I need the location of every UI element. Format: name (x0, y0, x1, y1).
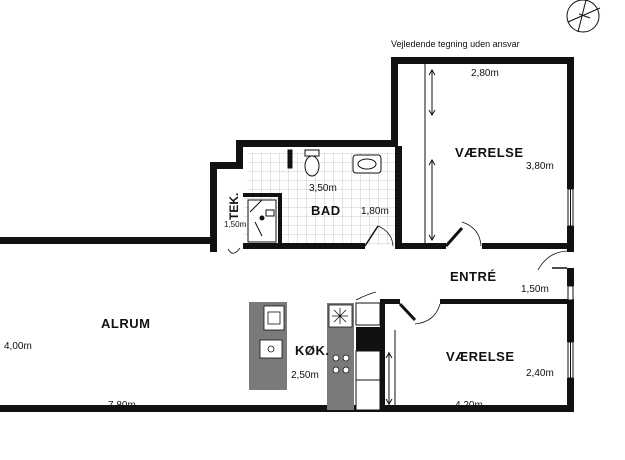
windows (567, 188, 574, 379)
walls (0, 57, 574, 412)
wardrobe-top (424, 64, 436, 243)
vb-width-label: 4,20m (455, 400, 483, 411)
kitchen-island (249, 302, 287, 390)
vb-height-label: 2,40m (526, 368, 554, 379)
tek-dim-label: 1,50m (224, 220, 247, 229)
entre-dim-label: 1,50m (521, 284, 549, 295)
bad-width-label: 3,50m (309, 183, 337, 194)
alrum-height-label: 4,00m (4, 341, 32, 352)
wardrobe-bottom (385, 330, 396, 405)
kitchen-counter (327, 302, 381, 411)
room-label-alrum: ALRUM (101, 316, 151, 331)
room-label-entre: ENTRÉ (450, 269, 497, 284)
compass-icon (566, 0, 601, 33)
vt-height-label: 3,80m (526, 161, 554, 172)
room-label-vaerelse-top: VÆRELSE (455, 145, 524, 160)
room-label-bad: BAD (311, 203, 341, 218)
room-label-tek: TEK. (227, 192, 241, 220)
room-label-vaerelse-bottom: VÆRELSE (446, 349, 515, 364)
room-label-kok: KØK. (295, 343, 330, 358)
kok-dim-label: 2,50m (291, 370, 319, 381)
bad-height-label: 1,80m (361, 206, 389, 217)
doors (227, 221, 568, 325)
disclaimer-note: Vejledende tegning uden ansvar (391, 39, 520, 49)
alrum-width-label: 7,80m (108, 400, 136, 411)
bath-fixtures (247, 149, 382, 243)
vt-width-label: 2,80m (471, 68, 499, 79)
